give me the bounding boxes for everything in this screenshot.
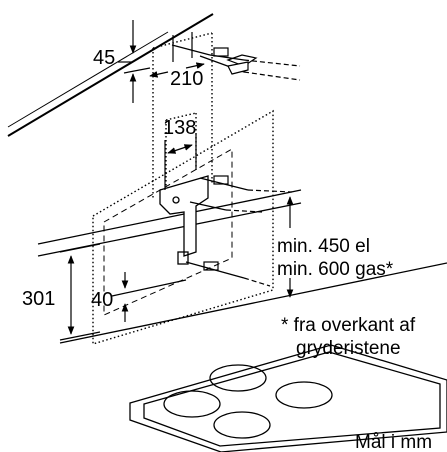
ceiling-slab (7, 13, 214, 137)
label-template-height: 301 (22, 288, 55, 310)
units-note: Mål i mm (355, 432, 432, 452)
dim-lower-offset (111, 272, 187, 322)
footnote-line-2: gryderistene (296, 338, 401, 359)
label-mount-width: 138 (163, 117, 196, 139)
screw-upper (171, 44, 301, 81)
dim-template-height (59, 243, 101, 341)
label-bracket-spacing: 210 (170, 68, 203, 90)
countertop-edge (59, 262, 447, 344)
dim-mount-width (164, 134, 197, 190)
cooktop (129, 344, 447, 452)
dim-bracket-spacing (149, 32, 205, 78)
footnote-line-1: * fra overkant af (281, 315, 416, 336)
clearance-line-1: min. 450 el (277, 236, 370, 257)
mounting-bracket (159, 175, 209, 265)
label-lower-offset: 40 (91, 289, 113, 311)
screw-middle (189, 175, 293, 213)
label-ceiling-offset: 45 (93, 47, 115, 69)
screw-lower (185, 261, 271, 287)
clearance-line-2: min. 600 gas* (277, 259, 394, 280)
dim-ceiling-offset (118, 20, 151, 103)
